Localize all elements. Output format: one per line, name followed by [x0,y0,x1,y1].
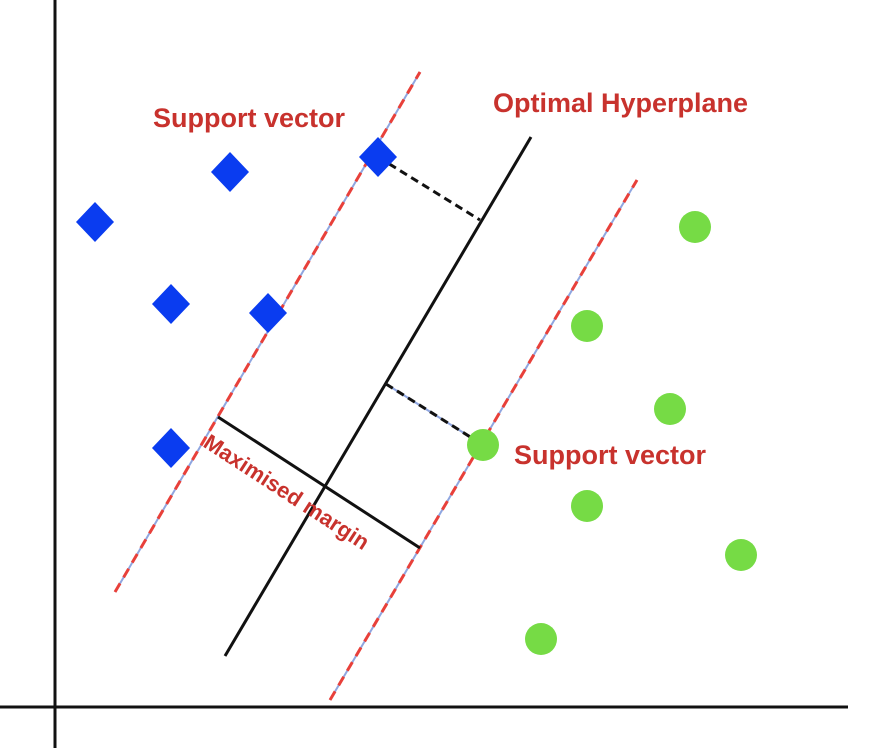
class-b-point [571,310,603,342]
support-vector-label-top: Support vector [153,103,346,133]
class-b-point [571,490,603,522]
class-b-point [525,623,557,655]
class-b-point [679,211,711,243]
distance-line-top [377,155,481,222]
maximised-margin-line [217,415,421,550]
class-a-point [152,428,190,468]
class-a-point [249,293,287,333]
distance-line-right [385,382,484,447]
class-a-point [152,284,190,324]
optimal-hyperplane-label: Optimal Hyperplane [493,88,748,118]
class-a-point [76,202,114,242]
support-vector-label-right: Support vector [514,440,707,470]
class-b-point [725,539,757,571]
support-vector-point-blue [359,137,397,177]
class-a-point [211,152,249,192]
class-b-point [654,393,686,425]
class-a-points [76,137,397,468]
class-b-points [467,211,757,655]
support-vector-point-green [467,429,499,461]
optimal-hyperplane-line [223,136,533,657]
